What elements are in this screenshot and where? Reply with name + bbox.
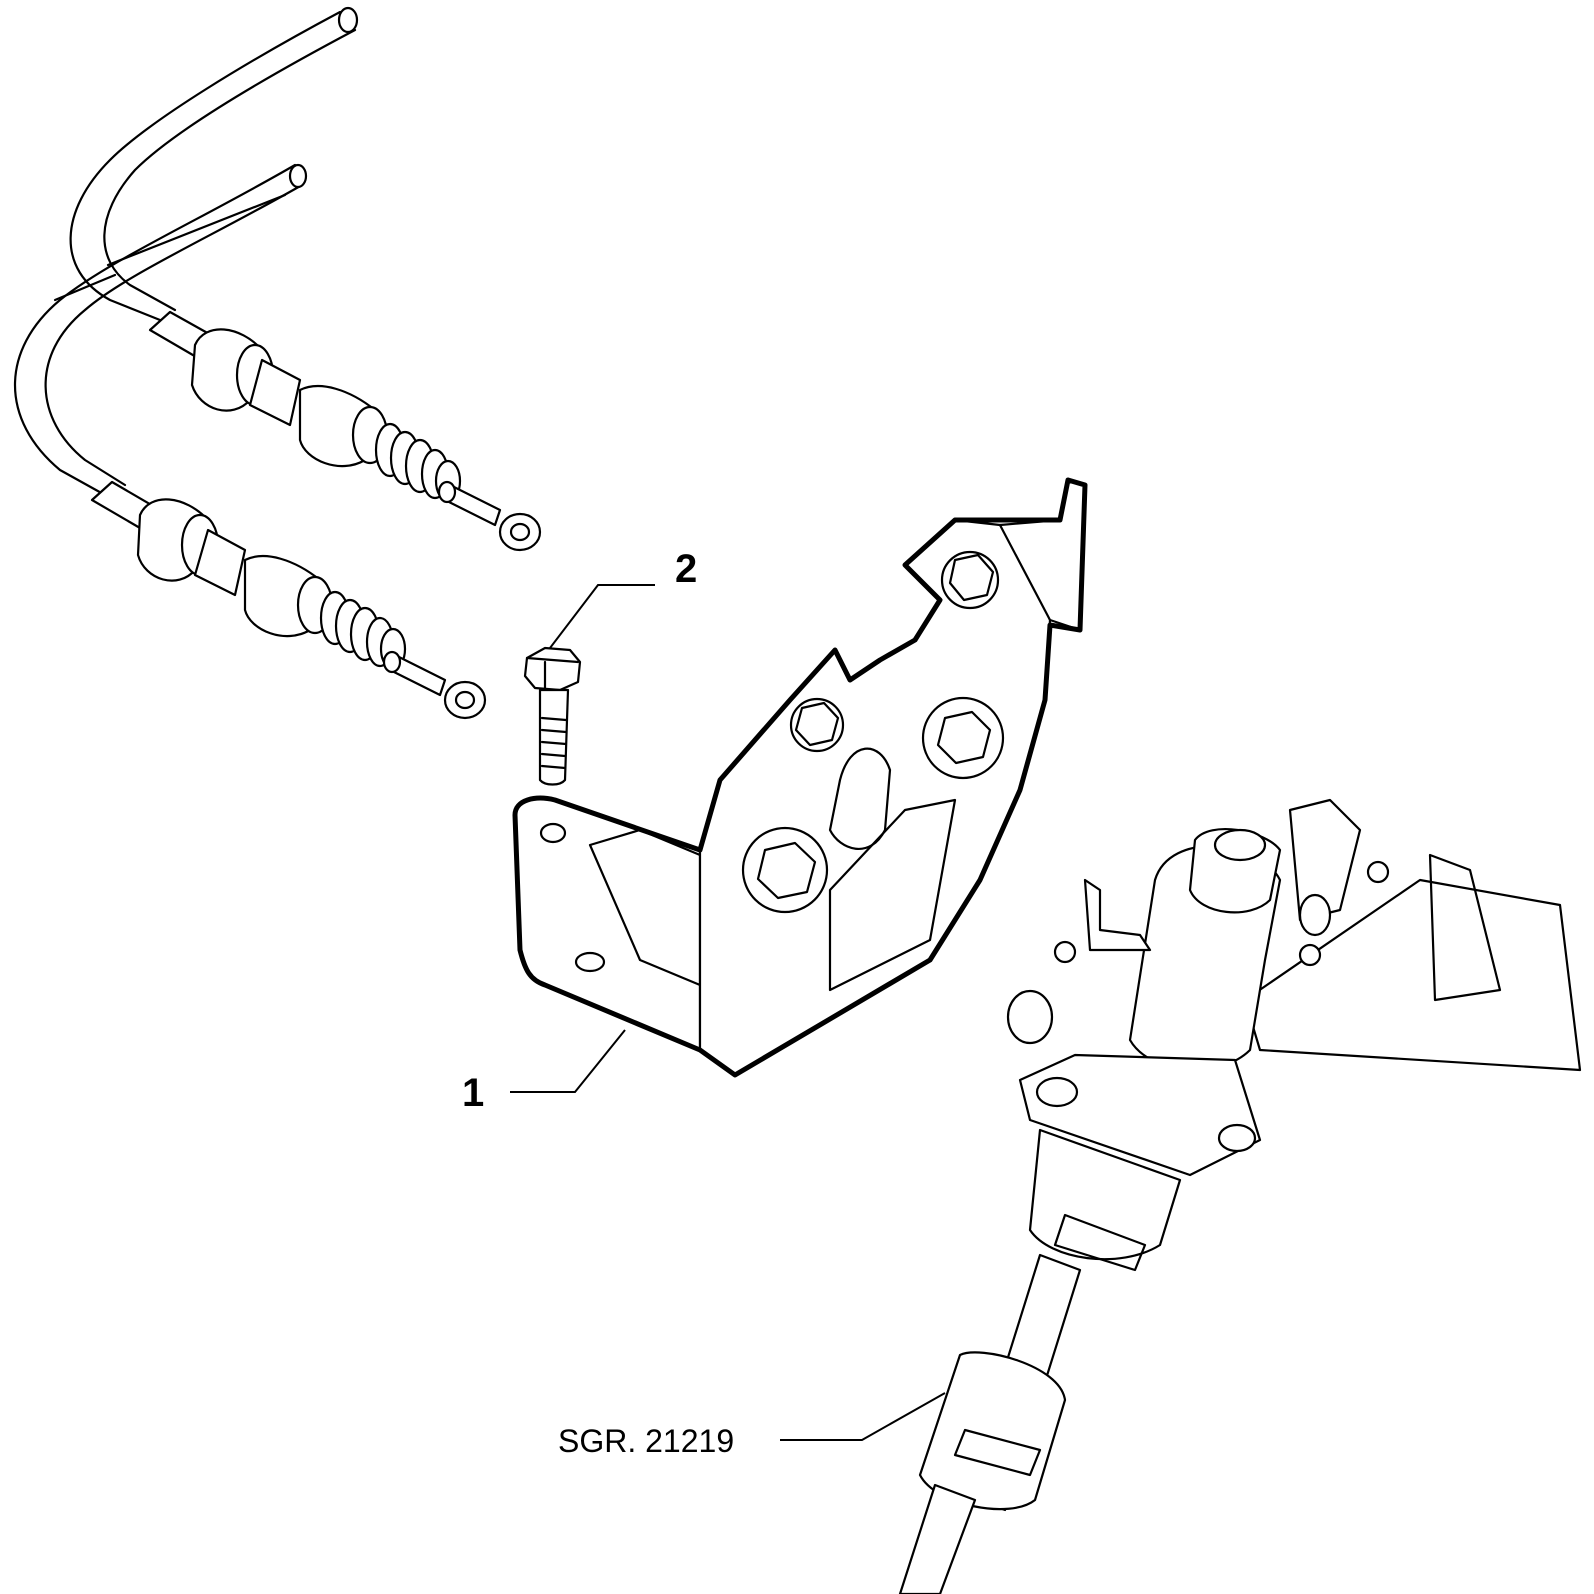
- nut-middle-right: [921, 696, 1005, 780]
- gearbox-selector-assembly: [898, 798, 1582, 1594]
- callout-reference-label: SGR. 21219: [558, 1423, 734, 1459]
- nut-middle-left: [789, 697, 845, 753]
- gear-cables: [13, 6, 359, 497]
- callout-reference: SGR. 21219: [558, 1392, 946, 1459]
- cable-end-upper: [148, 310, 542, 552]
- bracket-part-1: [512, 477, 1088, 1078]
- callout-2: 2: [549, 547, 697, 649]
- nut-lower: [741, 826, 829, 914]
- callout-1: 1: [462, 1029, 626, 1115]
- bolt-part-2: [523, 646, 582, 786]
- nut-top: [940, 550, 1000, 610]
- callout-label-2: 2: [675, 547, 697, 591]
- cable-end-lower: [90, 480, 487, 720]
- callout-label-1: 1: [462, 1071, 484, 1115]
